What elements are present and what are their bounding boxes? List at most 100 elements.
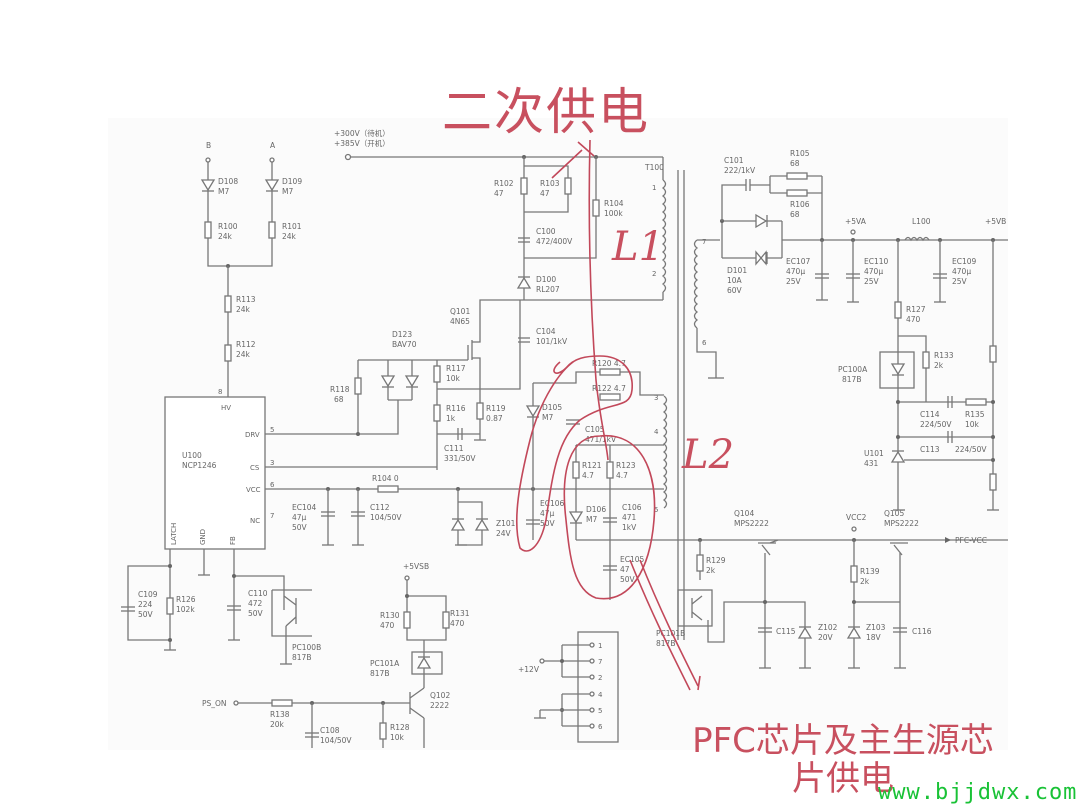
svg-text:U101: U101 <box>864 449 884 458</box>
svg-text:1k: 1k <box>446 414 456 423</box>
svg-text:4: 4 <box>654 428 659 436</box>
hand-annotation-strokes <box>515 139 701 691</box>
svg-text:50V: 50V <box>292 523 308 532</box>
svg-text:10k: 10k <box>965 420 980 429</box>
ps-on-terminal <box>233 700 239 706</box>
svg-text:EC107: EC107 <box>786 257 811 266</box>
svg-text:EC104: EC104 <box>292 503 317 512</box>
junction <box>896 400 900 404</box>
svg-text:D108: D108 <box>218 177 238 186</box>
svg-text:R129: R129 <box>706 556 726 565</box>
right-divider-resistors <box>989 345 997 491</box>
svg-text:R118: R118 <box>330 385 350 394</box>
svg-text:5: 5 <box>598 707 602 715</box>
annotation-secondary-supply: 二次供电 <box>442 83 650 141</box>
svg-text:GND: GND <box>199 529 207 545</box>
svg-text:MPS2222: MPS2222 <box>734 519 769 528</box>
wire <box>207 238 273 267</box>
svg-text:47: 47 <box>620 565 630 574</box>
svg-text:C105: C105 <box>585 425 605 434</box>
svg-text:R130: R130 <box>380 611 400 620</box>
svg-text:C115: C115 <box>776 627 796 636</box>
svg-text:10A: 10A <box>727 276 743 285</box>
annotation-pfc-supply-line2: 片供电 <box>792 759 894 799</box>
svg-text:817B: 817B <box>656 639 675 648</box>
svg-text:EC109: EC109 <box>952 257 977 266</box>
rail-label-5va: +5VA <box>845 217 867 226</box>
svg-text:10k: 10k <box>446 374 461 383</box>
pin-num: 5 <box>270 426 274 434</box>
svg-text:R139: R139 <box>860 567 880 576</box>
svg-text:Z101: Z101 <box>496 519 516 528</box>
node-a-terminal <box>269 157 275 163</box>
svg-text:+12V: +12V <box>518 665 540 674</box>
wire <box>406 580 447 641</box>
svg-text:D106: D106 <box>586 505 606 514</box>
rail-label-vcc2: VCC2 <box>846 513 867 522</box>
rail-label-5vb: +5VB <box>985 217 1006 226</box>
ground-symbols <box>164 439 999 669</box>
svg-text:PC101A: PC101A <box>370 659 400 668</box>
svg-text:L100: L100 <box>912 217 931 226</box>
junction <box>852 600 856 604</box>
l100-inductor: L100 <box>904 217 931 242</box>
svg-text:817B: 817B <box>292 653 311 662</box>
node-b-label: B <box>206 141 211 150</box>
svg-text:7: 7 <box>702 238 706 246</box>
svg-text:431: 431 <box>864 459 879 468</box>
svg-text:R117: R117 <box>446 364 466 373</box>
svg-text:R116: R116 <box>446 404 466 413</box>
svg-text:EC105: EC105 <box>620 555 645 564</box>
svg-text:470: 470 <box>906 315 921 324</box>
svg-text:C106: C106 <box>622 503 642 512</box>
svg-text:R105: R105 <box>790 149 810 158</box>
svg-text:224/50V: 224/50V <box>920 420 952 429</box>
svg-text:PC101B: PC101B <box>656 629 685 638</box>
svg-text:101/1kV: 101/1kV <box>536 337 568 346</box>
svg-text:Z103: Z103 <box>866 623 886 632</box>
svg-text:C112: C112 <box>370 503 390 512</box>
svg-text:R113: R113 <box>236 295 256 304</box>
svg-text:Q104: Q104 <box>734 509 754 518</box>
vcc2-terminal <box>851 526 857 532</box>
c116-capacitor: C116 <box>893 627 932 636</box>
svg-text:104/50V: 104/50V <box>370 513 402 522</box>
junction <box>896 435 900 439</box>
svg-text:CS: CS <box>250 464 260 472</box>
junction <box>991 458 995 462</box>
pin-num: 3 <box>270 459 274 467</box>
svg-text:PC100A: PC100A <box>838 365 868 374</box>
svg-text:R119: R119 <box>486 404 506 413</box>
svg-text:47μ: 47μ <box>292 513 307 522</box>
junction <box>991 400 995 404</box>
svg-text:6: 6 <box>598 723 603 731</box>
svg-text:1: 1 <box>598 642 602 650</box>
ic-u100: HV 8 DRV CS VCC NC U100 NCP1246 LATCH GN… <box>164 388 266 550</box>
svg-text:470μ: 470μ <box>864 267 883 276</box>
